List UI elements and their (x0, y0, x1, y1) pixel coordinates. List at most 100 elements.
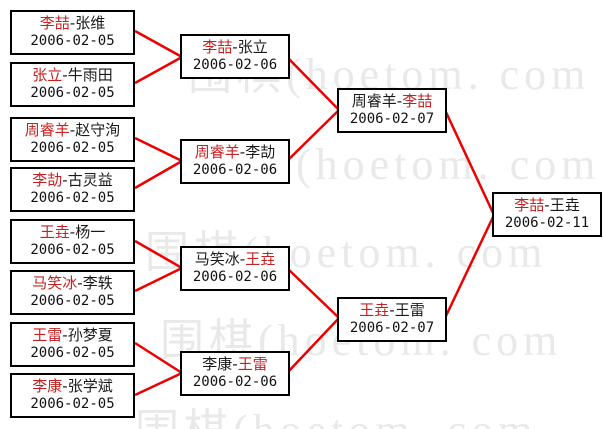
match-date: 2006-02-11 (504, 215, 590, 232)
match-box: 马笑冰-王垚 2006-02-06 (180, 246, 290, 291)
match-players: 马笑冰-李轶 (32, 274, 112, 293)
match-players: 李康-张学斌 (32, 377, 112, 396)
match-date: 2006-02-05 (30, 85, 115, 102)
name-separator: - (69, 14, 76, 33)
match-date: 2006-02-06 (192, 57, 278, 74)
match-date: 2006-02-07 (349, 111, 435, 128)
name-separator: - (232, 38, 238, 57)
name-separator: - (239, 143, 246, 162)
connector-line (134, 341, 183, 375)
connector-line (134, 29, 183, 59)
player-name: 古灵益 (67, 171, 113, 190)
name-separator: - (62, 326, 68, 345)
player-name: 李喆 (202, 38, 233, 57)
player-name: 李劼 (245, 143, 276, 162)
match-date: 2006-02-05 (30, 293, 115, 310)
player-name: 李喆 (514, 196, 545, 215)
match-date: 2006-02-05 (30, 33, 115, 50)
match-box: 李喆-张立 2006-02-06 (180, 34, 290, 79)
name-separator: - (69, 223, 76, 242)
watermark-text: 围棋(hoetom. com (135, 394, 537, 429)
name-separator: - (77, 274, 83, 293)
name-separator: - (62, 377, 68, 396)
player-name: 王雷 (237, 355, 268, 374)
name-separator: - (396, 92, 403, 111)
match-date: 2006-02-07 (349, 320, 435, 337)
player-name: 张立 (237, 38, 268, 57)
name-separator: - (62, 171, 68, 190)
player-name: 李喆 (402, 92, 433, 111)
connector-line (134, 55, 183, 85)
match-date: 2006-02-05 (30, 345, 115, 362)
player-name: 马笑冰 (32, 274, 78, 293)
match-players: 周睿羊-李喆 (352, 92, 432, 111)
match-players: 李劼-古灵益 (32, 171, 112, 190)
match-box: 王雷-孙梦夏 2006-02-05 (10, 322, 135, 367)
match-box: 周睿羊-赵守洵 2006-02-05 (10, 117, 135, 162)
player-name: 王雷 (394, 301, 425, 320)
name-separator: - (544, 196, 550, 215)
name-separator: - (62, 66, 68, 85)
name-separator: - (389, 301, 395, 320)
player-name: 王垚 (359, 301, 390, 320)
match-box: 王垚-杨一 2006-02-05 (10, 219, 135, 264)
player-name: 杨一 (75, 223, 106, 242)
name-separator: - (239, 250, 246, 269)
player-name: 张立 (32, 66, 63, 85)
player-name: 李轶 (82, 274, 113, 293)
match-box: 李喆-王垚 2006-02-11 (492, 192, 602, 237)
match-players: 李康-王雷 (202, 355, 267, 374)
match-box: 李喆-张维 2006-02-05 (10, 10, 135, 55)
match-players: 李喆-张立 (202, 38, 267, 57)
player-name: 周睿羊 (351, 92, 397, 111)
player-name: 王垚 (245, 250, 276, 269)
player-name: 张学斌 (67, 377, 113, 396)
player-name: 牛雨田 (67, 66, 113, 85)
match-date: 2006-02-06 (192, 162, 278, 179)
connector-line (134, 136, 183, 163)
match-players: 李喆-张维 (40, 14, 105, 33)
player-name: 张维 (75, 14, 106, 33)
match-players: 周睿羊-赵守洵 (25, 121, 120, 140)
connector-line (286, 267, 340, 319)
match-date: 2006-02-05 (30, 190, 115, 207)
match-box: 周睿羊-李喆 2006-02-07 (337, 88, 447, 133)
match-players: 王雷-孙梦夏 (32, 326, 112, 345)
connector-line (134, 239, 183, 270)
match-players: 马笑冰-王垚 (195, 250, 275, 269)
player-name: 孙梦夏 (67, 326, 113, 345)
player-name: 王雷 (32, 326, 63, 345)
match-date: 2006-02-05 (30, 396, 115, 413)
connector-line (286, 109, 340, 162)
player-name: 李康 (32, 377, 63, 396)
match-date: 2006-02-06 (192, 374, 278, 391)
match-box: 李康-张学斌 2006-02-05 (10, 373, 135, 418)
connector-line (286, 317, 340, 374)
match-box: 马笑冰-李轶 2006-02-05 (10, 270, 135, 315)
connector-line (286, 56, 340, 111)
name-separator: - (232, 355, 238, 374)
connector-line (134, 371, 183, 397)
player-name: 王垚 (39, 223, 70, 242)
connector-line (443, 214, 496, 319)
player-name: 周睿羊 (24, 121, 70, 140)
match-players: 张立-牛雨田 (32, 66, 112, 85)
player-name: 周睿羊 (194, 143, 240, 162)
match-date: 2006-02-05 (30, 140, 115, 157)
match-players: 王垚-杨一 (40, 223, 105, 242)
match-box: 张立-牛雨田 2006-02-05 (10, 62, 135, 107)
player-name: 李喆 (39, 14, 70, 33)
player-name: 李劼 (32, 171, 63, 190)
player-name: 李康 (202, 355, 233, 374)
player-name: 王垚 (549, 196, 580, 215)
connector-line (443, 109, 496, 216)
match-box: 李劼-古灵益 2006-02-05 (10, 167, 135, 212)
match-date: 2006-02-05 (30, 242, 115, 259)
player-name: 赵守洵 (75, 121, 121, 140)
connector-line (134, 159, 183, 190)
match-box: 李康-王雷 2006-02-06 (180, 351, 290, 396)
match-players: 周睿羊-李劼 (195, 143, 275, 162)
player-name: 马笑冰 (194, 250, 240, 269)
